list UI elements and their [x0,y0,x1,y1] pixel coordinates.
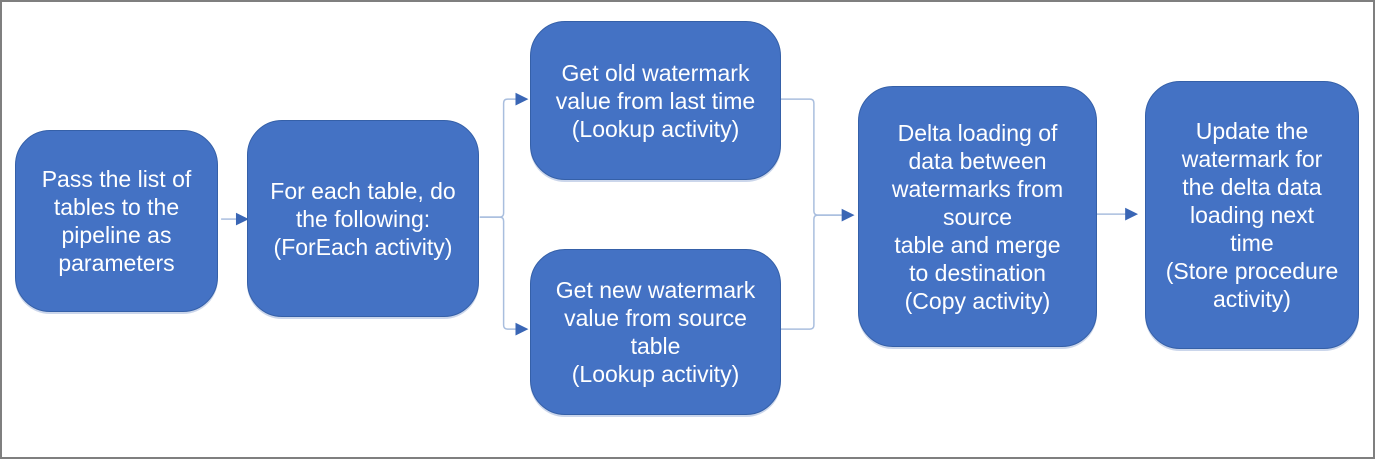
node-get-new-watermark: Get new watermark value from source tabl… [530,249,781,415]
connector-delta-to-update [1092,207,1139,221]
node-label: Get old watermark value from last time (… [555,59,756,142]
node-delta-loading: Delta loading of data between watermarks… [858,86,1097,347]
connector-new-watermark-to-delta [779,208,855,330]
node-update-watermark: Update the watermark for the delta data … [1145,81,1359,349]
node-label: Pass the list of tables to the pipeline … [41,166,192,276]
node-label: Update the watermark for the delta data … [1165,118,1339,312]
connector-old-watermark-to-delta [779,98,842,216]
node-label: For each table, do the following: (ForEa… [270,177,456,260]
connector-foreach-to-new-watermark [479,216,529,336]
arrowhead-icon [515,92,529,106]
node-pass-list: Pass the list of tables to the pipeline … [15,130,218,312]
node-get-old-watermark: Get old watermark value from last time (… [530,21,781,180]
node-foreach-table: For each table, do the following: (ForEa… [247,120,479,317]
connector-foreach-to-old-watermark [479,92,529,218]
connector-pass-to-foreach [221,212,249,226]
arrowhead-icon [841,208,855,222]
node-label: Get new watermark value from source tabl… [555,277,756,387]
arrowhead-icon [515,322,529,336]
node-label: Delta loading of data between watermarks… [891,119,1064,314]
arrowhead-icon [1125,207,1139,221]
